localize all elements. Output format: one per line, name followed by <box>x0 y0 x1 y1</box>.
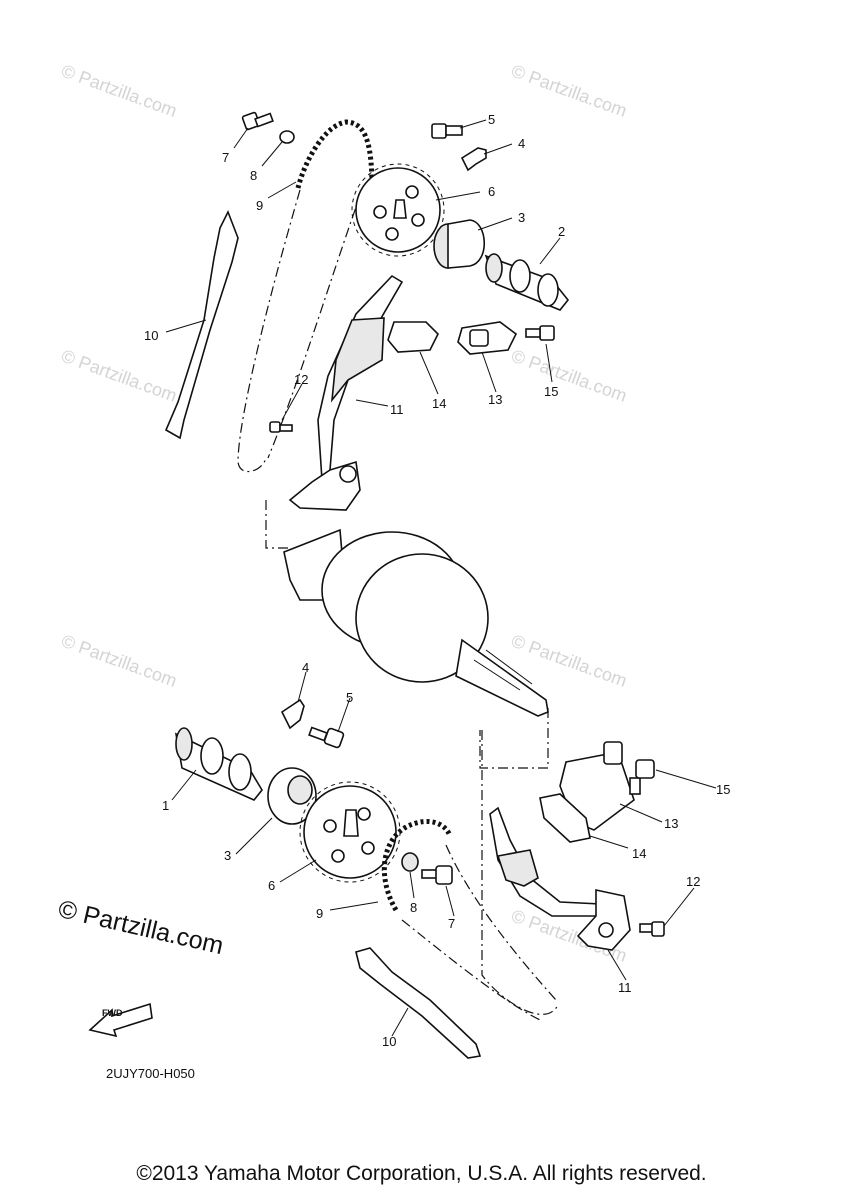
assembly-line <box>267 189 363 459</box>
callout-3: 3 <box>518 210 525 225</box>
tensioner-guide-part <box>288 274 404 511</box>
washer-part <box>401 852 419 872</box>
callout-14: 14 <box>432 396 446 411</box>
callout-4: 4 <box>302 660 309 675</box>
decompressor-part <box>267 767 317 825</box>
callout-8: 8 <box>410 900 417 915</box>
callout-11: 11 <box>390 402 404 417</box>
fwd-arrow-icon <box>88 1002 153 1038</box>
bolt-part <box>241 111 274 131</box>
callout-6: 6 <box>488 184 495 199</box>
assembly-line <box>401 919 541 1021</box>
gasket-part <box>387 321 439 353</box>
callout-10: 10 <box>382 1034 396 1049</box>
callout-10: 10 <box>144 328 158 343</box>
callout-12: 12 <box>294 372 308 387</box>
callout-2: 2 <box>558 224 565 239</box>
copyright-notice: ©2013 Yamaha Motor Corporation, U.S.A. A… <box>136 1162 707 1185</box>
callout-14: 14 <box>632 846 646 861</box>
callout-5: 5 <box>346 690 353 705</box>
callout-15: 15 <box>544 384 558 399</box>
assembly-line <box>237 189 301 473</box>
leader-lines <box>171 671 717 1037</box>
chain-guide-part <box>164 210 239 440</box>
assembly-line <box>479 708 549 769</box>
cam-chain-part <box>381 819 453 912</box>
leader-lines <box>165 119 561 421</box>
cam-sprocket-part <box>299 781 401 883</box>
callout-11: 11 <box>618 980 632 995</box>
cam-sprocket-part <box>351 163 445 257</box>
bolt-part <box>431 123 463 139</box>
tensioner-guide-part <box>489 806 631 951</box>
callout-6: 6 <box>268 878 275 893</box>
bolt-part <box>269 421 293 433</box>
diagram-code: 2UJY700-H050 <box>106 1066 195 1081</box>
gasket-part <box>539 793 591 843</box>
assembly-line <box>445 844 557 1001</box>
camshaft-part <box>174 727 263 801</box>
callout-9: 9 <box>256 198 263 213</box>
callout-13: 13 <box>664 816 678 831</box>
callout-13: 13 <box>488 392 502 407</box>
cam-chain-part <box>295 119 375 191</box>
callout-4: 4 <box>518 136 525 151</box>
assembly-line <box>265 500 290 549</box>
chain-tensioner-part <box>457 321 518 355</box>
callout-7: 7 <box>222 150 229 165</box>
callout-1: 1 <box>162 798 169 813</box>
bolt-part <box>639 921 665 937</box>
camshaft-part <box>484 253 570 311</box>
bolt-part <box>421 865 453 885</box>
callout-3: 3 <box>224 848 231 863</box>
bolt-part <box>629 759 655 795</box>
callout-8: 8 <box>250 168 257 183</box>
crankshaft-part <box>283 528 549 717</box>
washer-part <box>279 130 295 144</box>
lock-plate-part <box>280 698 305 730</box>
lock-plate-part <box>460 147 487 172</box>
chain-guide-part <box>355 947 482 1059</box>
callout-7: 7 <box>448 916 455 931</box>
callout-5: 5 <box>488 112 495 127</box>
callout-15: 15 <box>716 782 730 797</box>
callout-9: 9 <box>316 906 323 921</box>
callout-12: 12 <box>686 874 700 889</box>
fwd-label: FWD <box>102 1008 123 1018</box>
assembly-line <box>481 730 559 1015</box>
decompressor-part <box>433 219 485 269</box>
bolt-part <box>308 726 345 749</box>
bolt-part <box>525 325 555 341</box>
